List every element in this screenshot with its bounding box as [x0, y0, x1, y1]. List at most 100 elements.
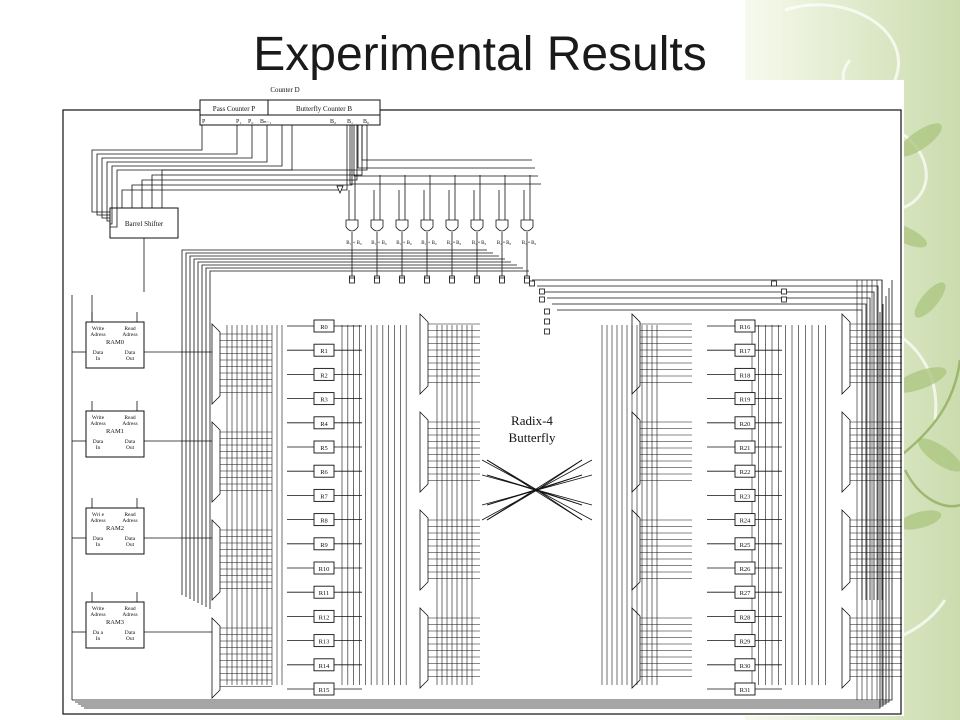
bit-label-b1: B₁ [347, 119, 353, 125]
register-label: R28 [740, 614, 751, 621]
ram-write-label: Write [92, 415, 105, 421]
ram-write-label: Write [92, 606, 105, 612]
register-label: R30 [740, 663, 751, 670]
top-bus-wire [197, 261, 511, 603]
counter-bits-row [199, 114, 381, 126]
top-bus-wire [193, 258, 505, 601]
barrel-shifter-box [109, 207, 179, 239]
register-label: R17 [740, 348, 752, 355]
right-bus-wire [532, 279, 883, 600]
slide-title: Experimental Results [253, 28, 707, 81]
butterfly-cross-wire [481, 474, 593, 506]
register-label: R18 [740, 372, 751, 379]
select-node [349, 277, 355, 284]
ram-name: RAM0 [106, 339, 124, 346]
register-label: R4 [320, 421, 328, 428]
register-label: R11 [319, 590, 330, 597]
gate-label: B₁ • B₀ [447, 241, 462, 246]
gate-label: B₁ • B₀ [472, 241, 487, 246]
logic-gate [370, 219, 384, 232]
ram-write-label: Adress [90, 332, 105, 338]
control-bus-wire [353, 125, 538, 177]
select-node [374, 277, 380, 284]
ram-block [85, 321, 145, 369]
logic-gate [470, 219, 484, 232]
shifter-feedback-wire [141, 125, 358, 208]
multiplexer [419, 411, 429, 493]
leaf-swirl-decoration [763, 3, 960, 702]
logic-gate [420, 219, 434, 232]
ram-block [85, 601, 145, 649]
counter-d-label: Counter D [270, 86, 299, 94]
ram-read-label: Adress [122, 332, 137, 338]
inverter-triangle [336, 185, 344, 195]
counter-to-shifter-wire [91, 125, 203, 213]
select-node [399, 277, 405, 284]
pass-counter-label: Pass Counter P [213, 105, 256, 113]
ram-write-label: Adress [90, 612, 105, 618]
register-label: R26 [740, 566, 752, 573]
ram-write-label: Adress [90, 421, 105, 427]
bit-label-p: P [202, 119, 206, 125]
top-bus-wire [185, 252, 493, 597]
top-bus-wire [181, 249, 487, 595]
butterfly-label-line1: Radix-4 [511, 413, 553, 428]
ram-read-label: Read [124, 415, 136, 421]
multiplexer [211, 519, 221, 601]
register-label: R1 [320, 348, 328, 355]
multiplexer [841, 509, 851, 591]
multiplexer [211, 617, 221, 699]
register-label: R9 [320, 542, 328, 549]
counter-to-shifter-wire [110, 125, 283, 225]
select-node [781, 296, 787, 303]
right-bus-wire [552, 303, 867, 600]
ram-read-label: Adress [122, 421, 137, 427]
select-node [539, 288, 545, 295]
bottom-return-bus [75, 288, 890, 703]
gate-label: B₁ + B₀ [421, 241, 437, 246]
register-label: R7 [320, 493, 328, 500]
counter-to-shifter-wire [101, 125, 253, 219]
bit-label-b2: B₂ [330, 119, 336, 125]
multiplexer [419, 313, 429, 395]
ram-data-out-label: Data [125, 350, 136, 356]
logic-gate [445, 219, 459, 232]
multiplexer [419, 509, 429, 591]
ram-data-in-label: Da a [93, 630, 104, 636]
gate-label: B₁ + B₀ [371, 241, 387, 246]
bit-label-p0: P₀ [248, 119, 253, 125]
register-label: R25 [740, 542, 751, 549]
select-node [474, 277, 480, 284]
multiplexer [631, 313, 641, 395]
ram-name: RAM2 [106, 525, 124, 532]
ram-data-out-label: Out [126, 445, 135, 451]
select-node [539, 296, 545, 303]
counter-to-shifter-wire [106, 125, 268, 222]
control-bus-wire [349, 125, 541, 185]
shifter-feedback-wire [121, 125, 348, 208]
shifter-feedback-wire [161, 125, 368, 208]
register-label: R24 [740, 518, 752, 525]
multiplexer [631, 411, 641, 493]
select-node [449, 277, 455, 284]
ram-data-out-label: Out [126, 542, 135, 548]
gate-label: B₁ + B₀ [346, 241, 362, 246]
ram-data-in-label: Data [93, 350, 104, 356]
ram-read-label: Adress [122, 518, 137, 524]
register-label: R29 [740, 639, 751, 646]
control-bus-wire [361, 125, 532, 161]
register-label: R16 [740, 324, 752, 331]
register-label: R0 [320, 324, 328, 331]
select-node [544, 318, 550, 325]
butterfly-cross-wire [486, 459, 583, 521]
register-label: R8 [320, 518, 328, 525]
ram-write-label: Write [92, 326, 105, 332]
select-node [544, 328, 550, 335]
ram-read-label: Read [124, 606, 136, 612]
register-label: R3 [320, 397, 328, 404]
fft-architecture-diagram: Counter D Pass Counter P Butterfly Count… [62, 80, 904, 716]
right-bus-wire [547, 297, 871, 600]
bottom-return-bus [84, 312, 881, 709]
ram-data-out-label: Data [125, 536, 136, 542]
